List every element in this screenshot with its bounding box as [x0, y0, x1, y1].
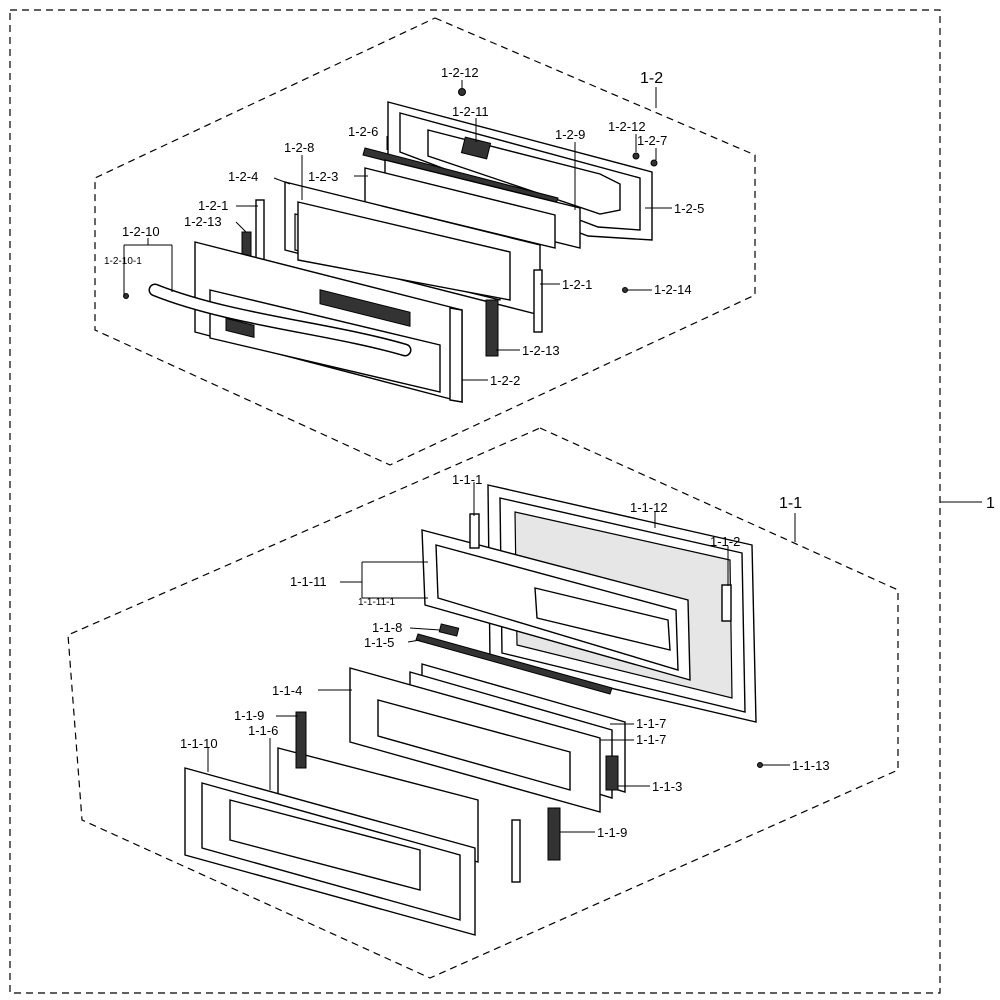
- part-1-1-4-inner-panel: [349, 667, 601, 813]
- label-1-1-10: 1-1-10: [180, 736, 218, 751]
- label-1-2-3: 1-2-3: [308, 169, 338, 184]
- label-1-1-7-a: 1-1-7: [636, 716, 666, 731]
- label-1-2-14: 1-2-14: [654, 282, 692, 297]
- label-1-2-13-right: 1-2-13: [522, 343, 560, 358]
- label-1-2-6: 1-2-6: [348, 124, 378, 139]
- label-1-2-8: 1-2-8: [284, 140, 314, 155]
- part-1-2-13-hinge-right: [485, 299, 499, 357]
- label-1-2-12-top: 1-2-12: [441, 65, 479, 80]
- label-1-2-4: 1-2-4: [228, 169, 258, 184]
- part-1-1-11-middle-frame: [421, 529, 691, 681]
- label-1-2-11: 1-2-11: [452, 104, 489, 119]
- label-1-2-12-right: 1-2-12: [608, 119, 646, 134]
- label-1-1-5: 1-1-5: [364, 635, 394, 650]
- label-1-1-7-b: 1-1-7: [636, 732, 666, 747]
- label-1-1-12: 1-1-12: [630, 500, 668, 515]
- part-1-1-9-hinge-left: [295, 711, 307, 769]
- label-1-1-13: 1-1-13: [792, 758, 830, 773]
- part-1-1-6-glass: [277, 747, 479, 863]
- part-1-1-9-hinge-right: [547, 807, 561, 861]
- part-1-1-8-latch: [438, 623, 460, 637]
- label-1-2-2: 1-2-2: [490, 373, 520, 388]
- label-1-1-3: 1-1-3: [652, 779, 682, 794]
- part-1-2-3-frame: [364, 167, 556, 249]
- label-1-2-10: 1-2-10: [122, 224, 160, 239]
- part-1-2-12-screw-top: [458, 88, 466, 96]
- label-1-2-7: 1-2-7: [637, 133, 667, 148]
- part-1-2-11-bracket: [460, 136, 492, 160]
- label-1-1-9-left: 1-1-9: [234, 708, 264, 723]
- label-root: 1: [986, 495, 995, 512]
- part-1-1-2-bracket: [721, 584, 732, 622]
- group-1-2-boundary: [94, 17, 756, 466]
- part-1-1-13-screw: [757, 762, 763, 768]
- part-1-1-9-hinge-bracket: [511, 819, 521, 883]
- label-1-2-10-1: 1-2-10-1: [104, 256, 142, 267]
- label-1-2-13-left: 1-2-13: [184, 214, 222, 229]
- label-1-2-1-right: 1-2-1: [562, 277, 592, 292]
- label-1-2-9: 1-2-9: [555, 127, 585, 142]
- part-1-1-3-bracket: [605, 755, 619, 791]
- part-1-2-1-hinge-right: [533, 269, 543, 333]
- label-1-1-4: 1-1-4: [272, 683, 302, 698]
- label-1-1-11-1: 1-1-11-1: [358, 597, 395, 608]
- part-1-2-8-glass: [297, 201, 511, 301]
- label-1-1-2: 1-1-2: [710, 534, 740, 549]
- label-1-2-5: 1-2-5: [674, 201, 704, 216]
- label-1-1-1: 1-1-1: [452, 472, 482, 487]
- label-group-1-1: 1-1: [779, 495, 802, 512]
- part-1-1-10-outer-door: [184, 767, 476, 936]
- label-1-2-1-left: 1-2-1: [198, 198, 228, 213]
- label-1-1-11: 1-1-11: [290, 574, 327, 589]
- part-1-2-14-screw: [622, 287, 628, 293]
- label-1-1-8: 1-1-8: [372, 620, 402, 635]
- label-group-1-2: 1-2: [640, 70, 663, 87]
- part-1-2-7-screw: [650, 159, 658, 167]
- label-1-1-6: 1-1-6: [248, 723, 278, 738]
- part-1-1-5-strip: [415, 633, 613, 695]
- part-1-1-1-bracket: [469, 513, 480, 549]
- group-1-1-boundary: [67, 427, 899, 979]
- part-1-2-12-screw-right: [632, 152, 640, 160]
- label-1-1-9-right: 1-1-9: [597, 825, 627, 840]
